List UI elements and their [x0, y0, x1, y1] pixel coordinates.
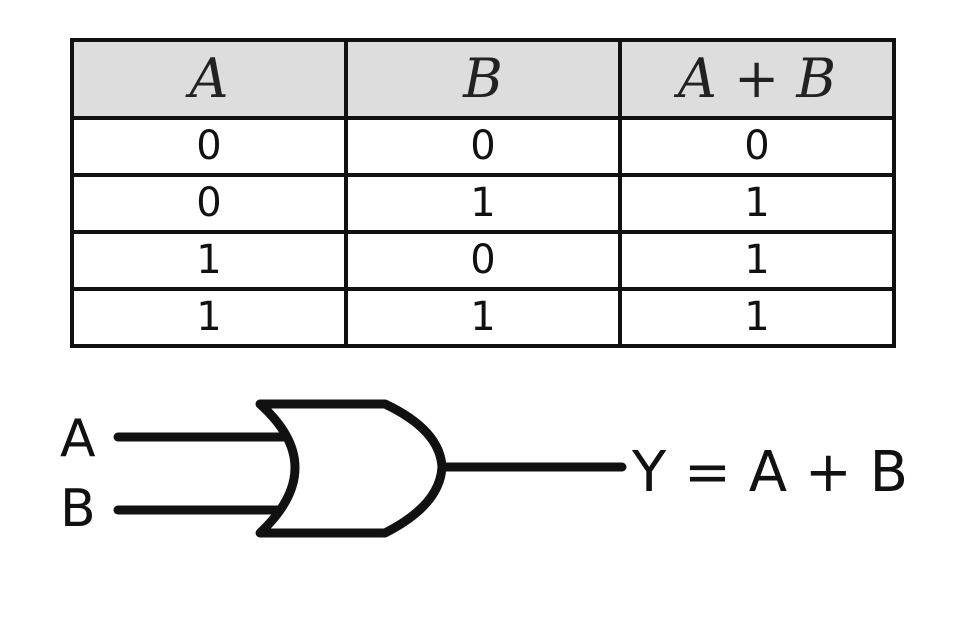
or-gate-diagram: A B Y = A + B — [60, 399, 908, 539]
table-row: 1 0 1 — [70, 230, 896, 291]
table-cell: 1 — [70, 287, 348, 348]
table-cell: 1 — [618, 287, 896, 348]
header-b: B — [344, 38, 622, 120]
table-cell: 1 — [618, 230, 896, 291]
table-cell: 0 — [70, 116, 348, 177]
table-row: 0 1 1 — [70, 173, 896, 234]
input-a-label: A — [60, 409, 96, 469]
output-label: Y = A + B — [631, 440, 908, 505]
header-a-plus-b: A + B — [618, 38, 896, 120]
table-row: 1 1 1 — [70, 287, 896, 348]
table-row: 0 0 0 — [70, 116, 896, 177]
truth-table: A B A + B 0 0 0 0 1 1 1 0 1 1 1 1 — [70, 38, 896, 348]
table-cell: 1 — [344, 287, 622, 348]
table-cell: 1 — [344, 173, 622, 234]
table-cell: 0 — [618, 116, 896, 177]
table-cell: 0 — [344, 230, 622, 291]
table-cell: 0 — [344, 116, 622, 177]
or-gate-icon — [255, 399, 447, 538]
input-b-label: B — [60, 479, 96, 539]
table-cell: 1 — [618, 173, 896, 234]
table-cell: 1 — [70, 230, 348, 291]
table-cell: 0 — [70, 173, 348, 234]
header-a: A — [70, 38, 348, 120]
table-header-row: A B A + B — [70, 38, 896, 120]
